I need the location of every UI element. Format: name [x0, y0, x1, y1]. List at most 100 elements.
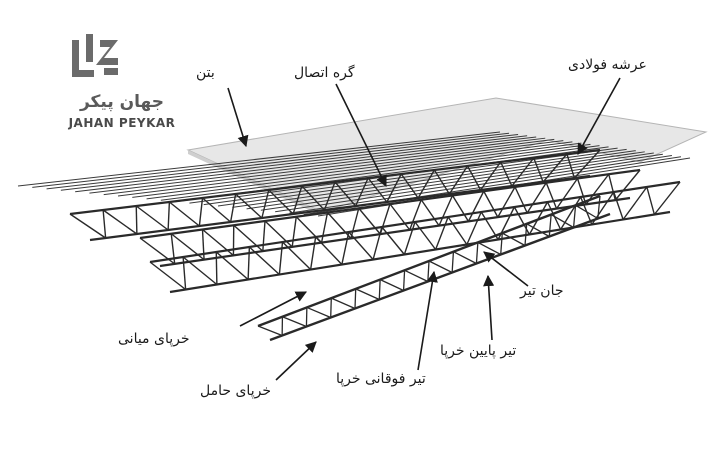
truss-web	[433, 169, 450, 195]
truss-web	[341, 231, 350, 265]
truss-web	[477, 241, 502, 256]
truss-web	[264, 220, 293, 248]
truss-web	[262, 220, 266, 252]
truss-web	[550, 214, 574, 229]
truss-web	[315, 236, 343, 265]
truss-web	[414, 221, 437, 250]
truss-web	[348, 231, 374, 260]
truss-web	[358, 207, 381, 235]
deck-rib	[203, 147, 618, 206]
truss-web	[453, 251, 477, 265]
truss-web	[350, 208, 360, 239]
truss-web	[428, 260, 453, 274]
bearing-truss-chord	[269, 212, 611, 342]
truss-web	[354, 288, 357, 309]
truss-web	[248, 246, 280, 276]
truss-web	[69, 213, 107, 239]
arrow-beam-web	[483, 251, 529, 287]
label-middle-truss: خرپای میانی	[118, 331, 190, 347]
truss-web	[447, 216, 468, 245]
truss-web	[354, 177, 369, 207]
truss-web	[378, 279, 381, 300]
truss-web	[182, 256, 218, 286]
truss-web	[572, 205, 577, 228]
truss-web	[501, 232, 526, 247]
label-beam-web: جان تیر	[520, 283, 564, 299]
truss-web	[326, 212, 352, 239]
truss-web	[467, 190, 485, 222]
truss-web	[409, 199, 422, 231]
truss-web	[198, 197, 204, 227]
truss-web	[480, 161, 502, 191]
truss-web	[483, 190, 499, 218]
truss-web	[420, 199, 440, 227]
truss-web	[355, 288, 380, 301]
deck-rib	[60, 135, 528, 191]
arrow-top-chord	[417, 270, 438, 371]
truss-web	[261, 189, 270, 219]
deck-rib	[246, 151, 645, 210]
truss-web	[309, 236, 317, 270]
truss-web	[526, 182, 547, 214]
truss-web	[646, 186, 656, 215]
truss-web	[367, 177, 388, 203]
truss-web	[400, 173, 419, 199]
truss-web	[427, 260, 430, 282]
truss-web	[542, 153, 568, 183]
brand-name-en: JAHAN PEYKAR	[68, 116, 176, 130]
truss-web	[514, 186, 528, 214]
truss-web	[614, 169, 641, 201]
truss-web	[560, 196, 582, 230]
truss-web	[499, 161, 513, 187]
deck-rib	[17, 131, 501, 187]
deck-rib	[275, 153, 663, 213]
truss-web	[278, 241, 284, 275]
truss-web	[235, 193, 263, 219]
truss-web	[475, 242, 479, 264]
truss-web	[215, 251, 249, 281]
deck-rib	[117, 140, 564, 197]
deck-rib	[89, 137, 546, 194]
truss-web	[466, 211, 482, 245]
truss-bottom-chord	[89, 174, 591, 242]
truss-web	[268, 189, 294, 215]
truss-web	[548, 214, 552, 237]
truss-web	[575, 204, 599, 220]
arrow-steel-deck	[577, 77, 621, 155]
truss-web	[497, 186, 516, 218]
arrow-bearing-truss	[275, 341, 317, 381]
truss-web	[500, 233, 503, 255]
truss-web	[301, 185, 325, 211]
truss-web	[282, 241, 312, 271]
brand-name-fa: جهان پیکر	[79, 92, 165, 112]
arrow-middle-truss	[239, 291, 307, 327]
deck-rib	[75, 136, 537, 193]
truss-web	[613, 191, 624, 220]
truss-web	[386, 173, 402, 203]
truss-web	[229, 193, 237, 223]
arrow-concrete	[227, 87, 249, 148]
truss-web	[292, 185, 303, 215]
truss-web	[434, 216, 449, 250]
truss-web	[403, 221, 416, 255]
truss-web	[330, 298, 332, 318]
truss-web	[149, 261, 187, 291]
truss-web	[448, 165, 469, 195]
truss-web	[135, 205, 169, 231]
truss-web	[438, 195, 454, 226]
deck-rib	[103, 138, 555, 196]
truss-web	[282, 316, 307, 328]
arrow-joint-node	[335, 83, 387, 188]
truss-web	[526, 223, 550, 238]
truss-web	[417, 169, 435, 199]
label-steel-deck: عرشه فولادی	[568, 57, 647, 73]
truss-web	[257, 325, 283, 337]
truss-web	[466, 165, 482, 191]
truss-web	[511, 157, 535, 187]
truss-web	[379, 278, 404, 292]
truss-web	[597, 195, 601, 219]
truss-web	[320, 212, 329, 243]
truss-web	[608, 174, 616, 201]
truss-web	[331, 297, 356, 310]
